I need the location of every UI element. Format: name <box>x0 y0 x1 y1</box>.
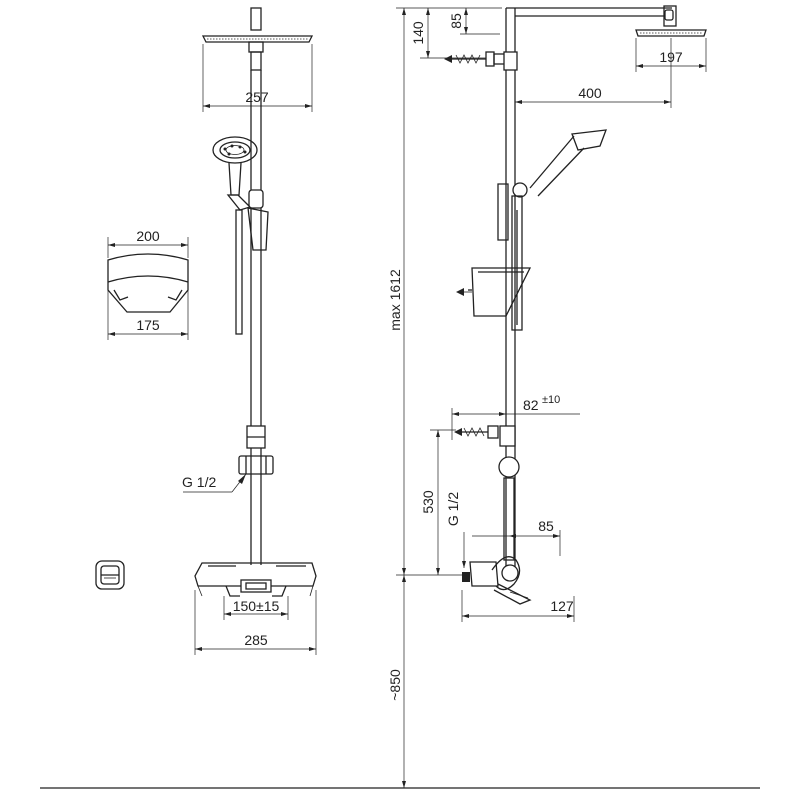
soap-dish-top-width-label: 200 <box>136 228 160 244</box>
front-view: 257 <box>182 7 317 655</box>
mixer-projection-dimension: 85 <box>472 518 561 556</box>
side-soap-dish <box>456 267 532 317</box>
front-center-distance-dimension: 150±15 <box>223 596 289 620</box>
handle-symbol-icon <box>95 560 125 590</box>
bracket-projection-dimension: 82 ±10 <box>451 394 580 440</box>
lower-wall-anchor-icon <box>454 425 516 447</box>
front-mixer-width-dimension: 285 <box>194 590 317 655</box>
spout-projection-dimension: 127 <box>461 590 575 622</box>
front-hand-shower <box>212 136 269 335</box>
front-rain-head <box>201 7 314 71</box>
upper-wall-anchor-icon <box>444 51 518 71</box>
front-head-dimension: 257 <box>202 44 313 112</box>
front-head-width-label: 257 <box>245 89 269 105</box>
front-inlet-thread-label: G 1/2 <box>182 474 216 490</box>
front-mixer <box>194 562 317 597</box>
max-height-dimension: max 1612 ~850 <box>387 7 502 788</box>
floor-height-label: ~850 <box>387 669 403 701</box>
side-lower-riser <box>498 456 520 561</box>
side-head-top-offset-label: 140 <box>410 21 426 45</box>
front-center-distance-label: 150±15 <box>233 598 280 614</box>
bracket-projection-tolerance-label: ±10 <box>542 394 560 406</box>
wall-to-mixer-dimension: 530 <box>420 429 456 575</box>
side-inlet-thread-label: G 1/2 <box>445 492 461 526</box>
front-mixer-width-label: 285 <box>244 632 268 648</box>
arm-projection-label: 400 <box>578 85 602 101</box>
soap-dish-bottom-width-label: 175 <box>136 317 160 333</box>
soap-dish-detail: 200 175 <box>107 228 189 340</box>
spout-projection-label: 127 <box>550 598 574 614</box>
front-riser-rail <box>246 70 266 565</box>
side-head-drop-label: 85 <box>448 13 464 29</box>
max-height-label: max 1612 <box>387 269 403 331</box>
mixer-projection-label: 85 <box>538 518 554 534</box>
top-offset-dimensions: 140 85 <box>410 8 500 59</box>
bracket-projection-value-label: 82 <box>523 397 539 413</box>
front-inlet: G 1/2 <box>182 455 274 493</box>
side-inlet-thread: G 1/2 <box>445 492 466 568</box>
arm-projection-dimension: 400 <box>515 38 672 108</box>
side-mixer <box>462 556 532 605</box>
wall-to-mixer-label: 530 <box>420 490 436 514</box>
side-view: max 1612 ~850 140 85 <box>387 5 707 788</box>
